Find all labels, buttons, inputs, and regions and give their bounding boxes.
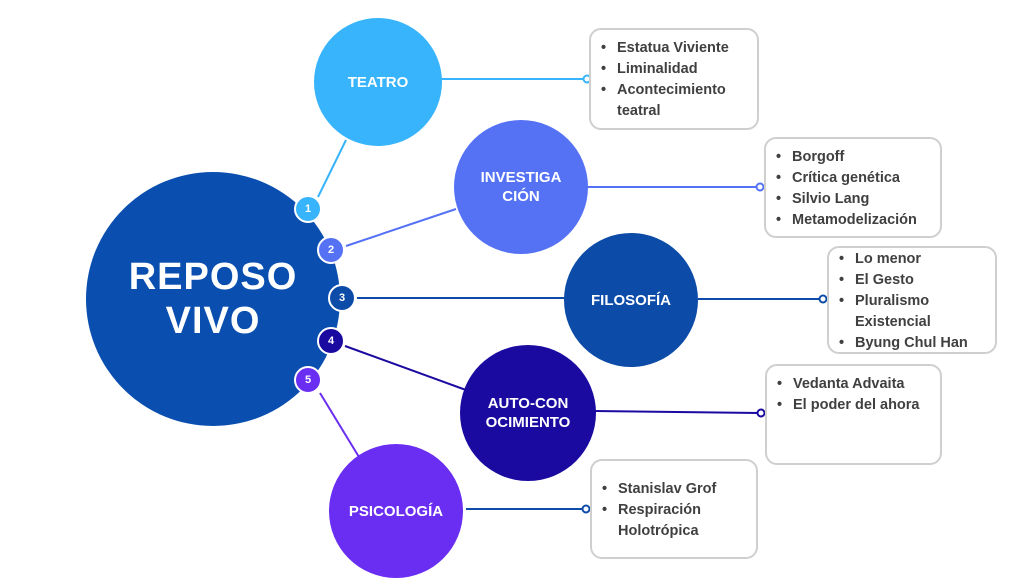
box-teatro: Estatua Viviente Liminalidad Acontecimie…: [589, 28, 759, 130]
badge-3-number: 3: [338, 292, 346, 304]
list-item: Liminalidad: [601, 59, 747, 80]
list-item: Crítica genética: [776, 168, 930, 189]
central-title-line1: REPOSO: [128, 256, 298, 298]
topic-teatro: TEATRO: [314, 18, 442, 146]
topic-filosofia: FILOSOFÍA: [564, 233, 698, 367]
list-item: Lo menor: [839, 249, 985, 270]
list-item: Silvio Lang: [776, 189, 930, 210]
box-teatro-list: Estatua Viviente Liminalidad Acontecimie…: [601, 38, 747, 122]
badge-2: 2: [317, 236, 345, 264]
badge-1: 1: [294, 195, 322, 223]
connector-autoconocimiento-end: [756, 408, 766, 418]
list-item: Borgoff: [776, 147, 930, 168]
list-item: El Gesto: [839, 270, 985, 291]
connector-investigacion-end: [755, 182, 765, 192]
list-item: El poder del ahora: [777, 395, 930, 416]
connector-psicologia-end: [581, 504, 591, 514]
box-autoconocimiento: Vedanta Advaita El poder del ahora: [765, 364, 942, 465]
box-investigacion-list: Borgoff Crítica genética Silvio Lang Met…: [776, 147, 930, 231]
list-item: Byung Chul Han: [839, 333, 985, 354]
connector-autoconocimiento-main: [344, 345, 467, 391]
connector-psicologia-main: [319, 392, 360, 458]
topic-autoconocimiento: AUTO-CONOCIMIENTO: [460, 345, 596, 481]
topic-investigacion: INVESTIGACIÓN: [454, 120, 588, 254]
connector-teatro-main: [317, 139, 347, 198]
connector-investigacion-main: [345, 208, 457, 247]
topic-psicologia: PSICOLOGÍA: [329, 444, 463, 578]
list-item: Pluralismo Existencial: [839, 291, 985, 333]
badge-1-number: 1: [304, 203, 312, 215]
list-item: Estatua Viviente: [601, 38, 747, 59]
central-title-line2: VIVO: [165, 300, 261, 342]
list-item: Metamodelización: [776, 210, 930, 231]
box-psicologia: Stanislav Grof Respiración Holotrópica: [590, 459, 758, 559]
badge-5: 5: [294, 366, 322, 394]
connector-filosofia-end: [818, 294, 828, 304]
topic-psicologia-label: PSICOLOGÍA: [348, 502, 444, 520]
topic-investigacion-label: INVESTIGACIÓN: [480, 169, 562, 205]
badge-4: 4: [317, 327, 345, 355]
list-item: Vedanta Advaita: [777, 374, 930, 395]
topic-teatro-label: TEATRO: [347, 73, 409, 91]
box-psicologia-list: Stanislav Grof Respiración Holotrópica: [602, 479, 746, 542]
box-autoconocimiento-list: Vedanta Advaita El poder del ahora: [777, 374, 930, 416]
badge-3: 3: [328, 284, 356, 312]
box-filosofia-list: Lo menor El Gesto Pluralismo Existencial…: [839, 249, 985, 354]
list-item: Stanislav Grof: [602, 479, 746, 500]
box-investigacion: Borgoff Crítica genética Silvio Lang Met…: [764, 137, 942, 238]
topic-filosofia-label: FILOSOFÍA: [591, 291, 671, 309]
connector-autoconocimiento-box: [593, 410, 760, 414]
list-item: Acontecimiento teatral: [601, 80, 747, 122]
topic-autoconocimiento-label: AUTO-CONOCIMIENTO: [485, 395, 571, 431]
box-filosofia: Lo menor El Gesto Pluralismo Existencial…: [827, 246, 997, 354]
badge-4-number: 4: [327, 335, 335, 347]
badge-2-number: 2: [327, 244, 335, 256]
badge-5-number: 5: [304, 374, 312, 386]
list-item: Respiración Holotrópica: [602, 500, 746, 542]
central-title: REPOSO VIVO: [118, 255, 308, 343]
